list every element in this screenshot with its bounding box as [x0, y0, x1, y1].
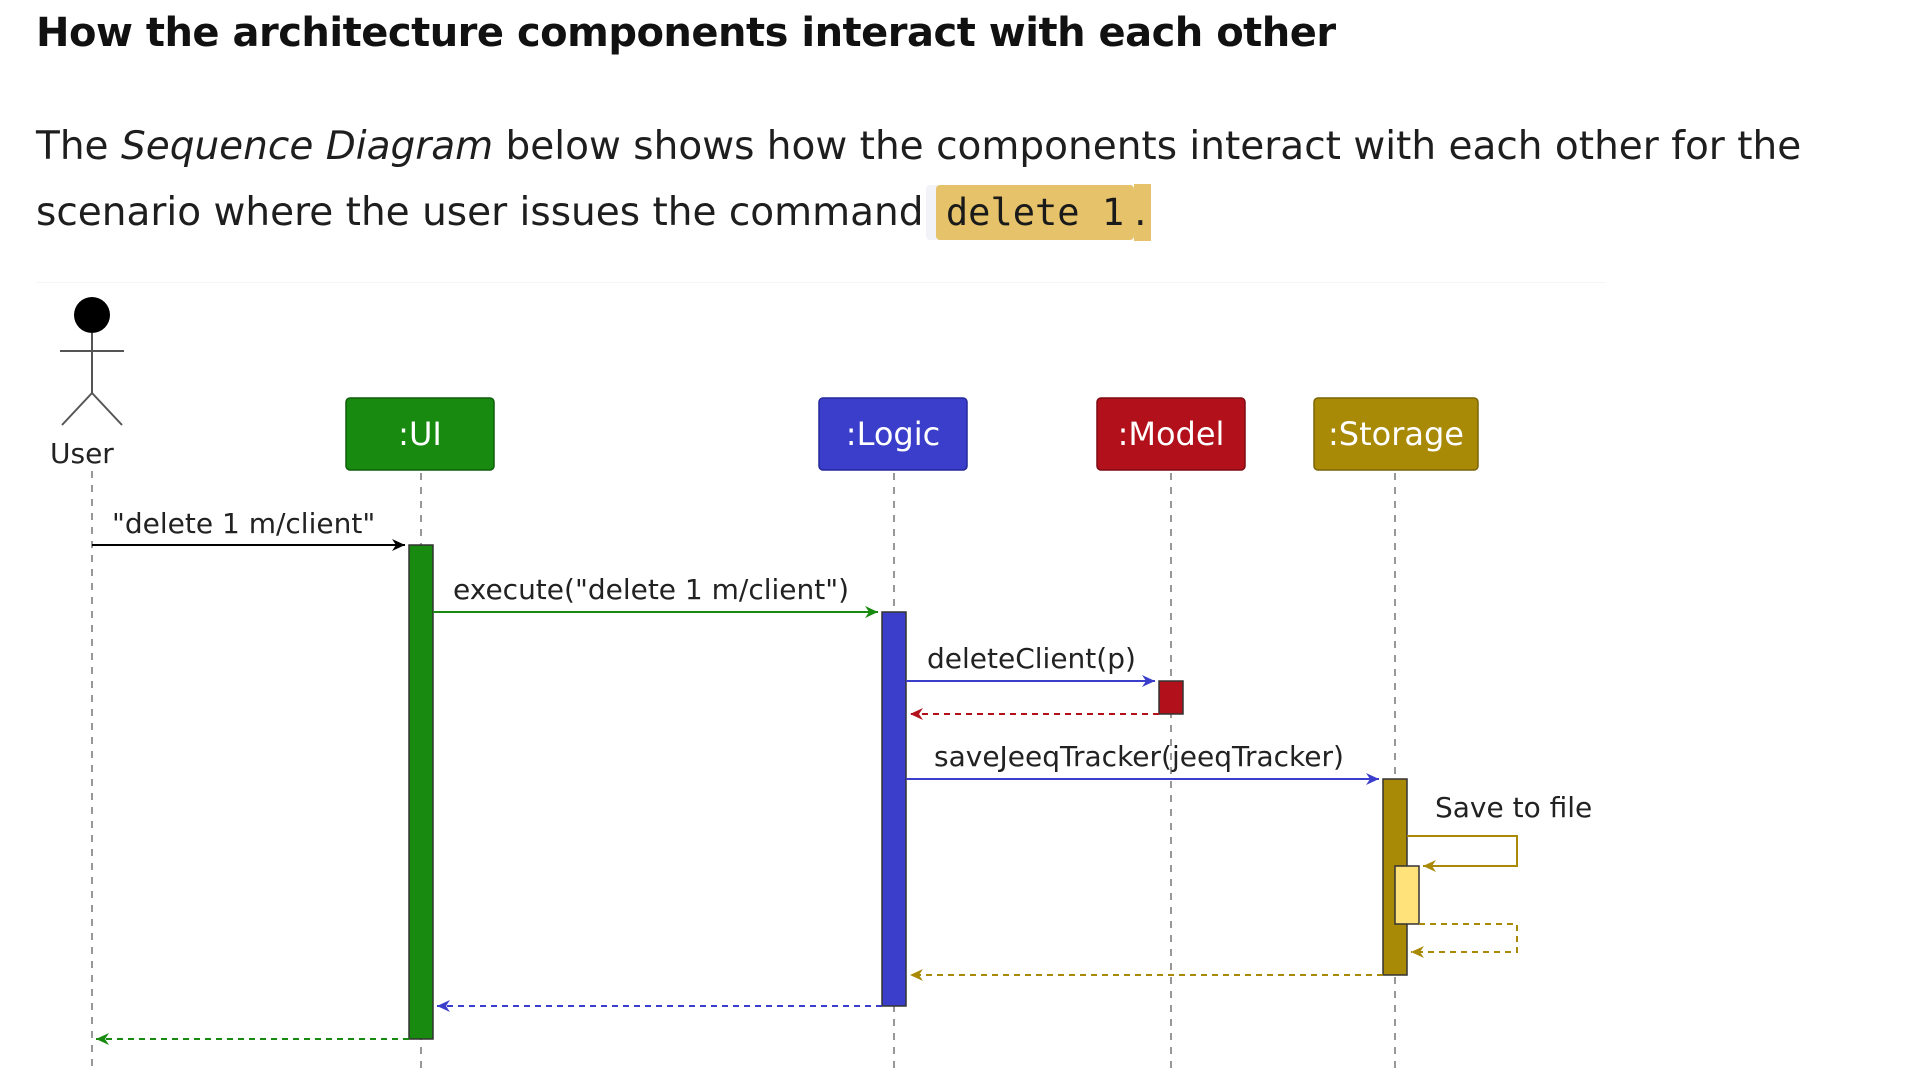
- sequence-diagram: User :UI :Logic :Model :Storage "delete …: [36, 282, 1606, 1073]
- section-heading: How the architecture components interact…: [36, 10, 1336, 56]
- message-label-ui-to-logic: execute("delete 1 m/client"): [453, 573, 849, 606]
- self-return-save-to-file: [1411, 923, 1518, 958]
- participant-logic: :Logic: [818, 397, 968, 471]
- participant-ui-label: :UI: [398, 415, 442, 453]
- user-actor-icon: [60, 297, 124, 426]
- logic-activation: [881, 611, 907, 1007]
- ui-activation: [408, 544, 434, 1040]
- sequence-diagram-svg: User :UI :Logic :Model :Storage "delete …: [50, 297, 1592, 1073]
- intro-text-end: .: [1134, 184, 1151, 241]
- command-code: delete 1: [935, 185, 1135, 240]
- participant-model: :Model: [1096, 397, 1246, 471]
- message-label-logic-to-storage: saveJeeqTracker(jeeqTracker): [934, 740, 1344, 773]
- message-label-save-to-file: Save to file: [1435, 791, 1592, 824]
- intro-emphasis: Sequence Diagram: [120, 124, 494, 169]
- intro-paragraph: The Sequence Diagram below shows how the…: [36, 114, 1836, 246]
- intro-text-start: The: [36, 124, 121, 169]
- participant-ui: :UI: [345, 397, 495, 471]
- self-message-save-to-file: [1407, 835, 1518, 872]
- participant-logic-label: :Logic: [846, 415, 940, 453]
- participant-storage: :Storage: [1313, 397, 1479, 471]
- user-actor-label: User: [50, 437, 114, 470]
- intro-text-mid: below shows how the components interact …: [36, 124, 1802, 235]
- message-label-logic-to-model: deleteClient(p): [927, 642, 1136, 675]
- message-label-user-to-ui: "delete 1 m/client": [112, 507, 375, 540]
- participant-storage-label: :Storage: [1328, 415, 1464, 453]
- participant-model-label: :Model: [1118, 415, 1225, 453]
- storage-self-activation: [1394, 865, 1420, 925]
- model-activation: [1158, 680, 1184, 715]
